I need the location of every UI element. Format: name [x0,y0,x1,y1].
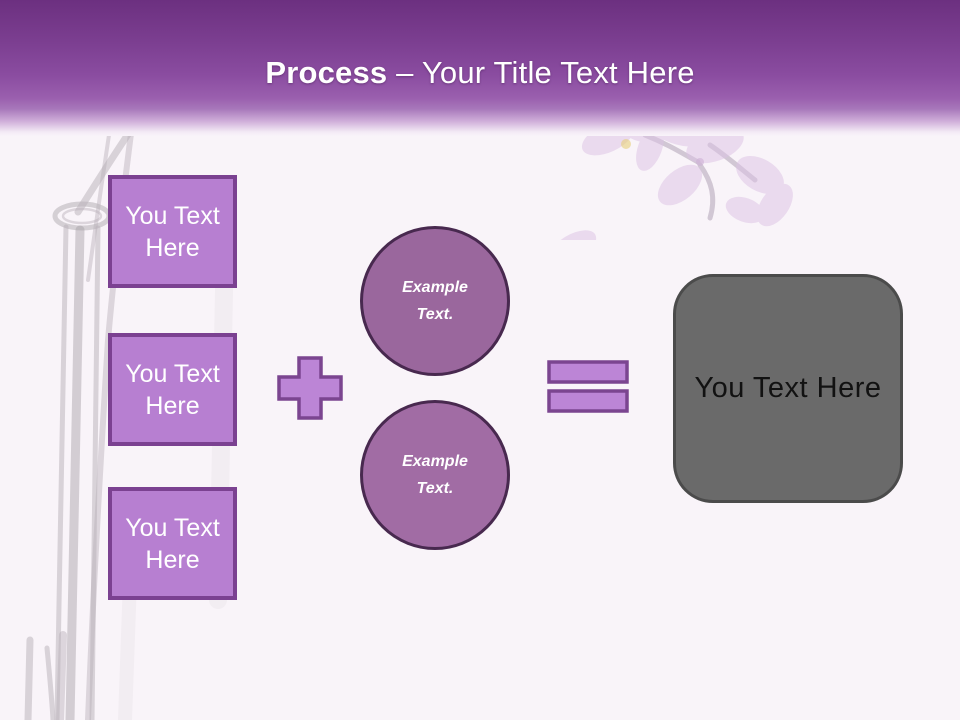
example-circle-1[interactable]: Example Text. [360,226,510,376]
equals-icon [547,360,629,413]
process-box-2[interactable]: You Text Here [108,333,237,446]
process-box-label: You Text Here [125,513,220,574]
result-box-label: You Text Here [694,372,882,404]
example-circle-label: Example Text. [402,279,468,323]
plus-icon [277,356,343,420]
process-box-label: You Text Here [125,359,220,420]
result-box[interactable]: You Text Here [673,274,903,503]
example-circle-label: Example Text. [402,453,468,497]
process-box-1[interactable]: You Text Here [108,175,237,288]
slide-title[interactable]: Process – Your Title Text Here [0,52,960,94]
title-keyword: Process [265,55,388,90]
process-box-3[interactable]: You Text Here [108,487,237,600]
title-subtitle: – Your Title Text Here [387,55,695,90]
title-bar: Process – Your Title Text Here [0,0,960,136]
example-circle-2[interactable]: Example Text. [360,400,510,550]
process-box-label: You Text Here [125,201,220,262]
